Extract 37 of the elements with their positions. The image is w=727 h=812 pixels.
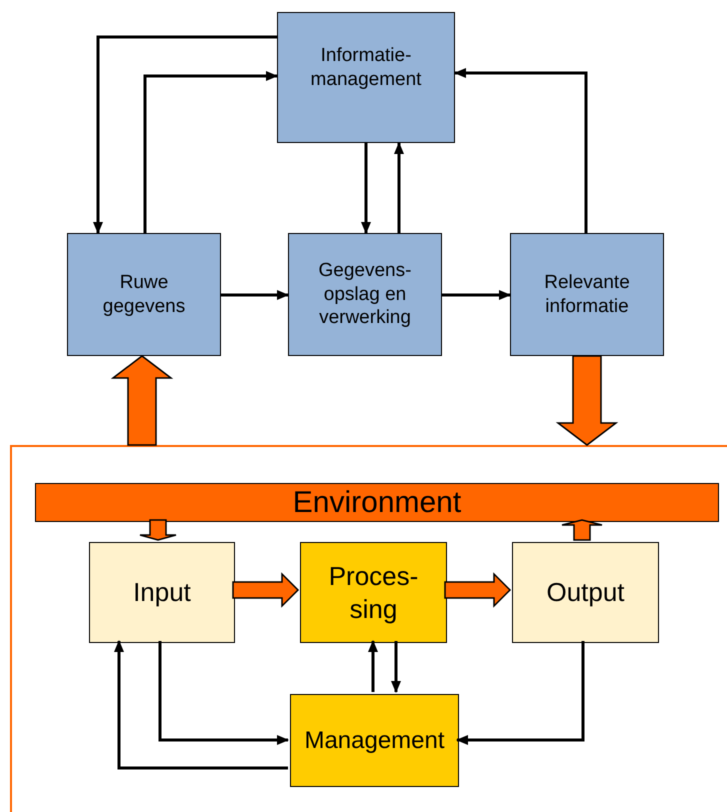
arrow [454,68,588,233]
box-label: Gegevens- opslag en verwerking [318,258,412,330]
box-label: Output [546,576,625,609]
arrow [442,290,511,300]
process-box [288,233,442,356]
process-box [277,12,455,143]
block-arrow [232,572,300,608]
arrow [114,640,288,770]
arrow [361,143,371,234]
box-label: Relevante informatie [543,270,631,318]
block-arrow [561,519,603,541]
process-box [300,542,447,643]
arrow [391,641,401,693]
box-label: Environment [292,484,462,521]
process-box [512,542,659,643]
arrow [158,641,289,745]
box-label: Ruwe gegevens [102,270,186,318]
arrow [394,142,404,233]
box-label: Input [133,576,191,609]
block-arrow [110,355,174,446]
block-arrow [139,519,177,541]
arrow [368,640,378,692]
frame-box [10,445,727,812]
box-label: Proces- sing [328,560,418,625]
process-box [290,694,459,787]
process-box [89,542,235,643]
arrow [93,36,277,234]
process-box [67,233,221,356]
box-label: Informatie- management [310,44,422,92]
arrow [144,71,278,233]
process-box [35,483,719,522]
block-arrow [556,355,618,446]
arrow [221,290,289,300]
block-arrow [444,572,512,608]
box-label: Management [304,726,445,756]
process-box [510,233,664,356]
arrow [456,641,584,745]
